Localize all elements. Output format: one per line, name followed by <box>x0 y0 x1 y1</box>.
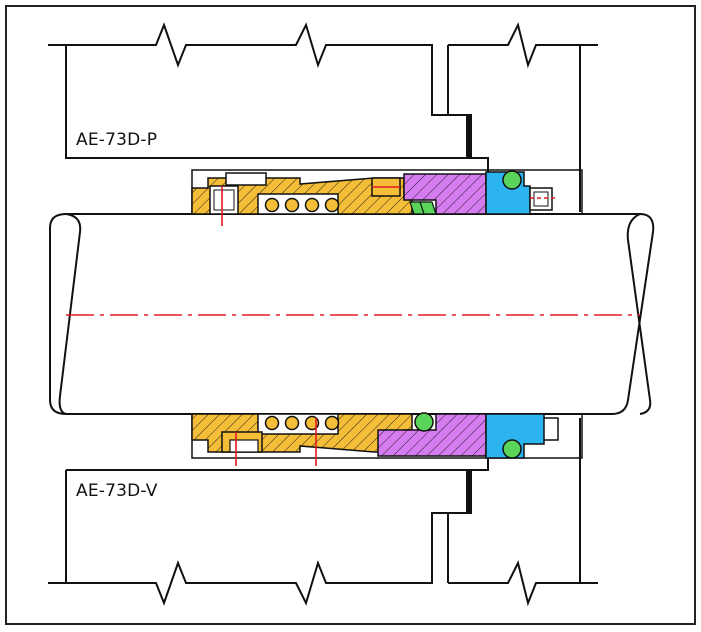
bottom-spring-coil <box>284 415 300 431</box>
top-spring-coil <box>304 197 320 213</box>
bottom-seal-assembly <box>191 412 583 466</box>
top-variant-label: AE-73D-P <box>76 130 158 150</box>
bottom-face-o-ring <box>414 412 434 432</box>
bottom-spring-coil <box>264 415 280 431</box>
bottom-seat-o-ring <box>502 439 522 459</box>
bottom-spring-coil <box>324 415 340 431</box>
bottom-variant-label: AE-73D-V <box>76 481 158 501</box>
top-spring-coil <box>264 197 280 213</box>
bottom-seat <box>485 413 545 459</box>
top-seat-o-ring <box>502 170 522 190</box>
shaft <box>49 213 655 415</box>
top-seal-assembly <box>191 169 583 226</box>
top-housing-right <box>447 22 598 212</box>
bottom-housing-right <box>447 418 598 607</box>
top-spring-coil <box>324 197 340 213</box>
bottom-housing <box>48 458 489 606</box>
top-spring-coil <box>284 197 300 213</box>
drawing-frame <box>5 5 696 625</box>
top-gasket <box>466 115 472 158</box>
bottom-gasket <box>466 470 472 513</box>
